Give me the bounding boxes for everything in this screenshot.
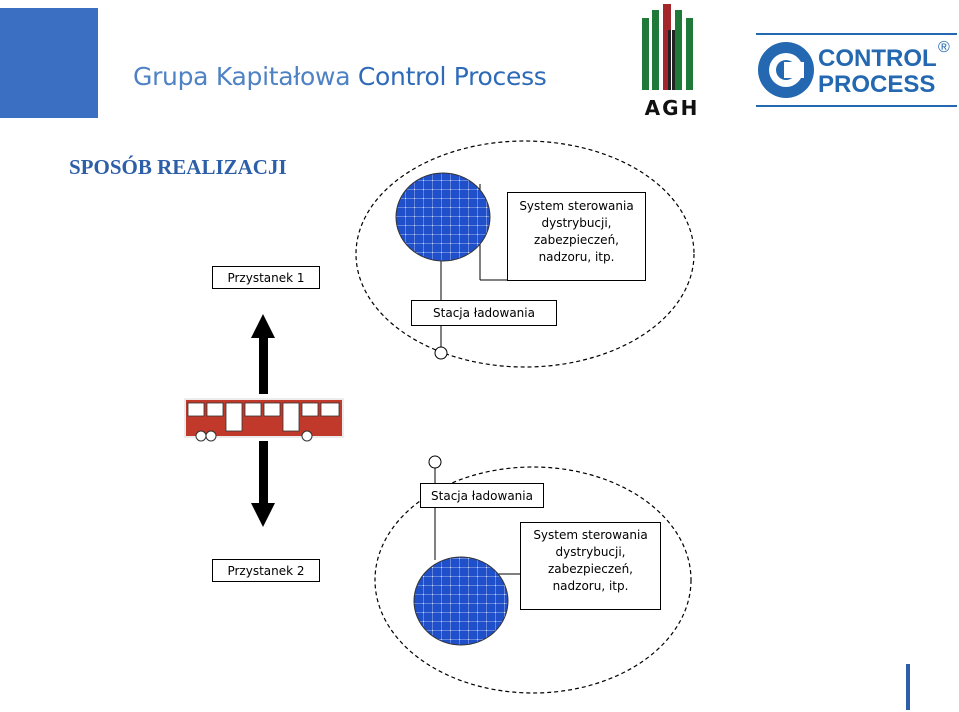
top-control-system-line: zabezpieczeń, xyxy=(534,233,619,247)
bottom-charging-station-label: Stacja ładowania xyxy=(420,483,544,508)
top-charger-contact xyxy=(434,346,448,360)
bottom-charger-contact xyxy=(428,455,442,469)
stop-2-label: Przystanek 2 xyxy=(212,559,320,582)
section-title: SPOSÓB REALIZACJI xyxy=(69,155,287,179)
agh-logo-text: AGH xyxy=(645,96,700,120)
control-process-logo: CONTROL PROCESS ® xyxy=(756,33,957,107)
bottom-control-system-line: System sterowania xyxy=(533,528,648,542)
bus-wheel-front-1 xyxy=(195,430,207,442)
agh-logo-stripes xyxy=(642,4,693,90)
cp-logo-line2: PROCESS xyxy=(818,71,935,98)
bottom-zone-ellipse xyxy=(374,466,692,694)
bus-wheel-front-2 xyxy=(205,430,217,442)
cp-logo-line1: CONTROL xyxy=(818,45,937,72)
bottom-solar-panel xyxy=(413,556,509,646)
company-title: Grupa Kapitałowa Control Process xyxy=(133,62,547,91)
top-control-system-line: System sterowania xyxy=(519,199,634,213)
bus-wheel-rear xyxy=(301,430,313,442)
company-title-strong: Control Process xyxy=(357,62,547,91)
bottom-control-system-line: zabezpieczeń, xyxy=(548,562,633,576)
top-control-system-box: System sterowania dystrybucji, zabezpiec… xyxy=(507,192,646,281)
top-charging-station-label: Stacja ładowania xyxy=(411,300,557,326)
charging-diagram xyxy=(184,140,695,694)
top-zone-ellipse xyxy=(355,140,695,368)
electric-bus xyxy=(184,398,344,442)
slide-accent-bar xyxy=(906,664,910,710)
bottom-control-system-line: nadzoru, itp. xyxy=(552,579,629,593)
bottom-control-system-box: System sterowania dystrybucji, zabezpiec… xyxy=(520,522,661,610)
bottom-control-system-line: dystrybucji, xyxy=(555,545,626,559)
agh-logo: AGH xyxy=(642,4,700,120)
company-title-prefix: Grupa Kapitałowa xyxy=(133,62,351,91)
stop-1-label: Przystanek 1 xyxy=(212,266,320,289)
top-control-system-line: dystrybucji, xyxy=(541,216,612,230)
brand-square xyxy=(0,8,98,118)
cp-logo-registered: ® xyxy=(938,39,950,56)
top-solar-panel xyxy=(395,172,491,262)
top-control-system-line: nadzoru, itp. xyxy=(538,250,615,264)
route-double-arrow xyxy=(251,314,275,527)
